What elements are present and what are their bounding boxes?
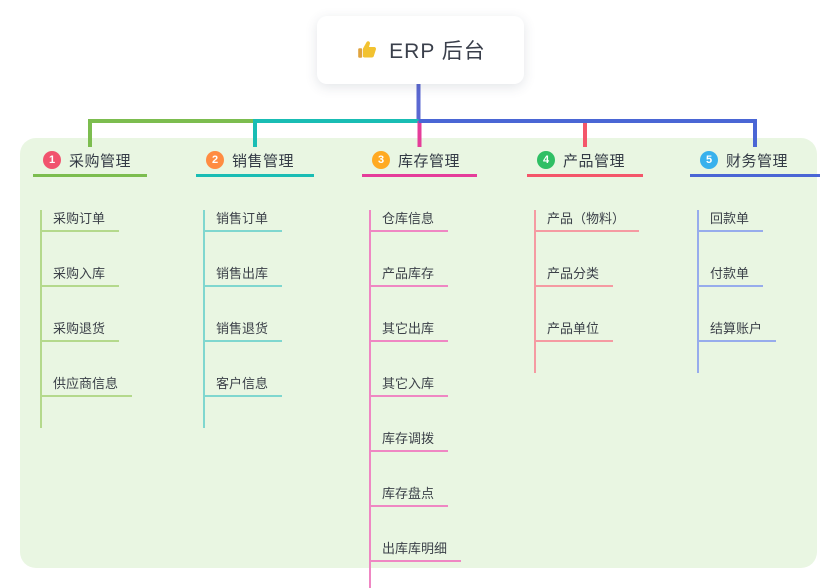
branch-connector-line [369,210,371,588]
branch-connector-line [40,210,42,428]
branch-children: 采购订单采购入库采购退货供应商信息 [40,210,147,428]
branch-header-3[interactable]: 3 库存管理 [362,146,477,177]
branch-header-1[interactable]: 1 采购管理 [33,146,147,177]
branch-connector-line [203,210,205,428]
child-node[interactable]: 客户信息 [203,375,283,397]
canvas-panel [20,138,817,568]
child-node[interactable]: 其它出库 [369,320,449,342]
child-node[interactable]: 回款单 [697,210,764,232]
thumbs-up-icon [355,38,379,62]
branch-children: 销售订单销售出库销售退货客户信息 [203,210,314,428]
child-node[interactable]: 销售退货 [203,320,283,342]
child-node[interactable]: 产品单位 [534,320,614,342]
child-node[interactable]: 库存调拨 [369,430,449,452]
branch-node-1: 1 采购管理采购订单采购入库采购退货供应商信息 [33,146,147,428]
branch-label: 销售管理 [232,152,295,170]
child-node[interactable]: 出库库明细 [369,540,462,562]
child-node[interactable]: 结算账户 [697,320,777,342]
child-node[interactable]: 销售订单 [203,210,283,232]
child-node[interactable]: 产品（物料） [534,210,640,232]
branch-children: 回款单付款单结算账户 [697,210,820,373]
child-node[interactable]: 付款单 [697,265,764,287]
branch-connector-line [697,210,699,373]
branch-node-5: 5 财务管理回款单付款单结算账户 [690,146,820,373]
child-node[interactable]: 产品库存 [369,265,449,287]
branch-children: 产品（物料） 产品分类产品单位 [534,210,643,373]
branch-label: 产品管理 [563,152,626,170]
root-node[interactable]: ERP 后台 [317,16,524,84]
child-node[interactable]: 采购订单 [40,210,120,232]
child-node[interactable]: 采购退货 [40,320,120,342]
branch-node-2: 2 销售管理销售订单销售出库销售退货客户信息 [196,146,314,428]
child-node[interactable]: 销售出库 [203,265,283,287]
branch-badge: 1 [43,151,61,169]
child-node[interactable]: 库存盘点 [369,485,449,507]
branch-children: 仓库信息产品库存其它出库其它入库库存调拨库存盘点出库库明细 [369,210,477,588]
branch-header-2[interactable]: 2 销售管理 [196,146,314,177]
branch-badge: 3 [372,151,390,169]
branch-node-4: 4 产品管理产品（物料） 产品分类产品单位 [527,146,643,373]
branch-badge: 2 [206,151,224,169]
branch-label: 采购管理 [69,152,132,170]
branch-label: 财务管理 [726,152,789,170]
branch-badge: 4 [537,151,555,169]
child-node[interactable]: 供应商信息 [40,375,133,397]
branch-header-5[interactable]: 5 财务管理 [690,146,820,177]
branch-label: 库存管理 [398,152,461,170]
child-node[interactable]: 仓库信息 [369,210,449,232]
root-title: ERP 后台 [389,40,486,63]
child-node[interactable]: 产品分类 [534,265,614,287]
branch-connector-line [534,210,536,373]
branch-badge: 5 [700,151,718,169]
branch-header-4[interactable]: 4 产品管理 [527,146,643,177]
branch-node-3: 3 库存管理仓库信息产品库存其它出库其它入库库存调拨库存盘点出库库明细 [362,146,477,588]
child-node[interactable]: 采购入库 [40,265,120,287]
child-node[interactable]: 其它入库 [369,375,449,397]
